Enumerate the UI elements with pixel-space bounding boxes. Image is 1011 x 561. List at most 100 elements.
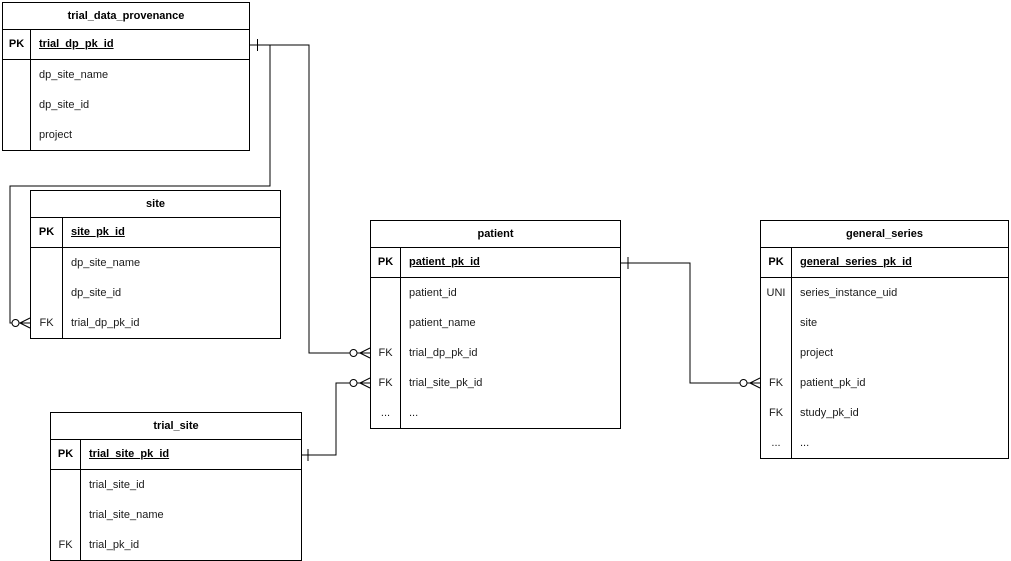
table-row: project	[3, 120, 249, 150]
field-cell: general_series_pk_id	[792, 248, 1008, 277]
field-cell: dp_site_id	[31, 90, 249, 120]
key-badge: FK	[371, 368, 401, 398]
key-badge	[31, 278, 63, 308]
field-cell: ...	[401, 398, 620, 428]
field-cell: dp_site_name	[63, 248, 280, 278]
relationship-line	[302, 382, 360, 456]
table-title: trial_data_provenance	[3, 3, 249, 30]
field-cell: trial_site_name	[81, 500, 301, 530]
key-badge: FK	[761, 398, 792, 428]
field-cell: project	[792, 338, 1008, 368]
table-row: project	[761, 338, 1008, 368]
table-row: dp_site_name	[3, 60, 249, 90]
table-row: FK trial_site_pk_id	[371, 368, 620, 398]
field-name: patient_pk_id	[409, 256, 480, 268]
field-cell: patient_id	[401, 278, 620, 308]
entity-table-patient: patient PK patient_pk_id patient_id pati…	[370, 220, 621, 429]
table-row: dp_site_id	[31, 278, 280, 308]
field-name: ...	[800, 436, 810, 449]
table-row: PK general_series_pk_id	[761, 248, 1008, 278]
key-badge	[3, 120, 31, 150]
key-badge	[3, 60, 31, 90]
field-name: patient_id	[409, 286, 457, 299]
field-name: project	[39, 128, 73, 141]
key-badge: FK	[31, 308, 63, 338]
key-badge	[371, 278, 401, 308]
table-title: trial_site	[51, 413, 301, 440]
field-name: dp_site_name	[71, 256, 141, 269]
many-crowfoot-icon	[359, 347, 371, 359]
field-cell: project	[31, 120, 249, 150]
key-badge	[3, 90, 31, 120]
field-name: study_pk_id	[800, 406, 859, 419]
table-row: dp_site_name	[31, 248, 280, 278]
key-badge	[31, 248, 63, 278]
table-row: FK patient_pk_id	[761, 368, 1008, 398]
field-name: trial_site_pk_id	[89, 448, 170, 460]
field-name: dp_site_id	[39, 98, 90, 111]
table-row: PK trial_site_pk_id	[51, 440, 301, 470]
field-cell: dp_site_id	[63, 278, 280, 308]
key-badge: UNI	[761, 278, 792, 308]
field-name: project	[800, 346, 834, 359]
zero-circle	[349, 379, 358, 387]
entity-table-trial-data-provenance: trial_data_provenance PK trial_dp_pk_id …	[2, 2, 250, 151]
key-badge: ...	[761, 428, 792, 458]
field-cell: site	[792, 308, 1008, 338]
table-title: site	[31, 191, 280, 218]
table-row: ... ...	[761, 428, 1008, 458]
table-row: PK patient_pk_id	[371, 248, 620, 278]
zero-circle	[739, 379, 748, 387]
field-cell: patient_name	[401, 308, 620, 338]
field-cell: trial_site_id	[81, 470, 301, 500]
key-badge: FK	[371, 338, 401, 368]
key-badge: PK	[3, 30, 31, 59]
field-cell: trial_dp_pk_id	[401, 338, 620, 368]
field-name: trial_dp_pk_id	[409, 346, 478, 359]
key-badge	[371, 308, 401, 338]
table-row: FK trial_dp_pk_id	[371, 338, 620, 368]
table-title: general_series	[761, 221, 1008, 248]
table-row: FK trial_dp_pk_id	[31, 308, 280, 338]
field-name: site_pk_id	[71, 226, 125, 238]
field-cell: trial_site_pk_id	[401, 368, 620, 398]
table-row: PK site_pk_id	[31, 218, 280, 248]
entity-table-general-series: general_series PK general_series_pk_id U…	[760, 220, 1009, 459]
key-badge: PK	[371, 248, 401, 277]
many-crowfoot-icon	[359, 377, 371, 389]
zero-circle	[349, 349, 358, 357]
field-name: trial_dp_pk_id	[71, 316, 140, 329]
field-name: trial_site_pk_id	[409, 376, 483, 389]
many-crowfoot-icon	[19, 317, 31, 329]
field-name: ...	[409, 406, 419, 419]
field-cell: patient_pk_id	[401, 248, 620, 277]
table-row: patient_name	[371, 308, 620, 338]
table-row: site	[761, 308, 1008, 338]
field-name: patient_name	[409, 316, 476, 329]
table-row: PK trial_dp_pk_id	[3, 30, 249, 60]
table-row: trial_site_name	[51, 500, 301, 530]
entity-table-site: site PK site_pk_id dp_site_name dp_site_…	[30, 190, 281, 339]
key-badge	[761, 308, 792, 338]
key-badge: PK	[761, 248, 792, 277]
field-name: trial_site_id	[89, 478, 145, 491]
table-row: dp_site_id	[3, 90, 249, 120]
field-name: general_series_pk_id	[800, 256, 912, 268]
table-row: FK trial_pk_id	[51, 530, 301, 560]
field-name: patient_pk_id	[800, 376, 866, 389]
key-badge	[51, 500, 81, 530]
table-row: patient_id	[371, 278, 620, 308]
field-name: series_instance_uid	[800, 286, 898, 299]
field-name: trial_pk_id	[89, 538, 140, 551]
field-name: site	[800, 316, 818, 329]
relationship-line	[621, 262, 750, 384]
relationship-trialsite-to-patient	[302, 377, 371, 461]
relationship-patient-to-generalseries	[621, 257, 761, 389]
field-cell: site_pk_id	[63, 218, 280, 247]
field-name: trial_dp_pk_id	[39, 38, 114, 50]
field-name: trial_site_name	[89, 508, 164, 521]
key-badge	[51, 470, 81, 500]
table-row: trial_site_id	[51, 470, 301, 500]
key-badge: FK	[51, 530, 81, 560]
